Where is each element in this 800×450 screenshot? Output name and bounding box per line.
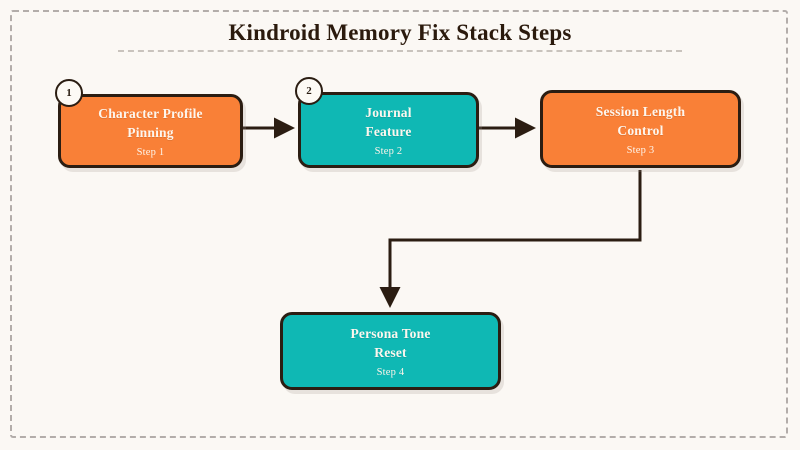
step-title-3: Session Length Control	[595, 103, 686, 138]
step-title-1: Character Profile Pinning	[98, 105, 203, 140]
step-box-4[interactable]: Persona Tone Reset Step 4	[280, 312, 501, 390]
step-caption-1: Step 1	[136, 147, 165, 159]
title-divider	[118, 50, 682, 52]
step-box-3[interactable]: Session Length Control Step 3	[540, 90, 741, 168]
connector-step3-step4	[379, 170, 642, 308]
step-caption-3: Step 3	[626, 145, 655, 157]
page-title: Kindroid Memory Fix Stack Steps	[228, 20, 572, 45]
step-caption-2: Step 2	[374, 146, 403, 158]
step-title-4: Persona Tone Reset	[350, 325, 431, 360]
step-caption-4: Step 4	[376, 367, 405, 379]
step-box-2[interactable]: Journal Feature Step 2	[298, 92, 479, 168]
step-title-2: Journal Feature	[365, 104, 412, 139]
step-box-1[interactable]: Character Profile Pinning Step 1	[58, 94, 243, 168]
step-badge-2: 2	[295, 77, 323, 105]
step-badge-1: 1	[55, 79, 83, 107]
